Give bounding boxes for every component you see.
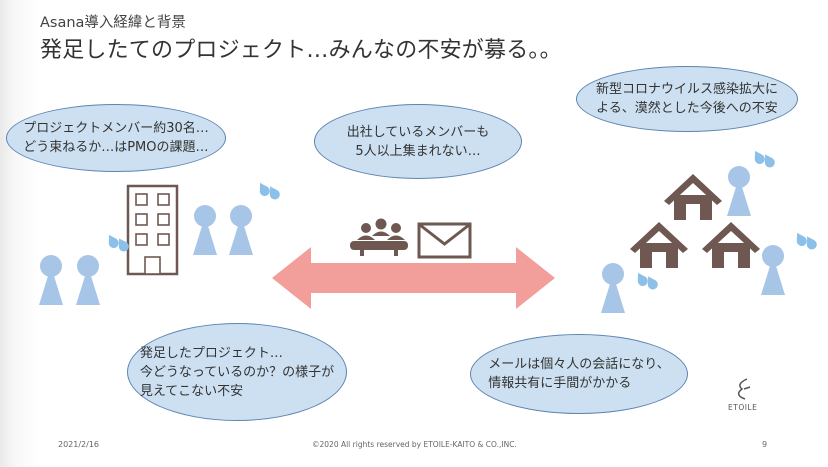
bubble-line: 出社しているメンバーも bbox=[346, 124, 490, 140]
house-icon bbox=[664, 174, 722, 220]
etoile-logo-text: ETOILE bbox=[728, 403, 758, 412]
footer-page-number: 9 bbox=[762, 440, 768, 449]
bubble-line: 5人以上集まれない… bbox=[355, 143, 481, 159]
bubble-line: 新型コロナウイルス感染拡大に bbox=[595, 82, 778, 97]
mail-icon bbox=[417, 222, 472, 259]
house-icon bbox=[702, 222, 760, 268]
sweat-drops-icon bbox=[255, 180, 282, 202]
speech-bubble-project-members: プロジェクトメンバー約30名… どう束ねるか…はPMOの課題… bbox=[6, 104, 226, 172]
person-icon bbox=[193, 205, 217, 255]
meeting-group-icon bbox=[350, 218, 408, 256]
bubble-line: プロジェクトメンバー約30名… bbox=[23, 121, 209, 136]
person-icon bbox=[727, 166, 751, 216]
footer-date: 2021/2/16 bbox=[58, 440, 100, 449]
speech-bubble-project-visibility: 発足したプロジェクト… 今どうなっているのか？の様子が 見えてこない不安 bbox=[127, 323, 347, 421]
slide-title: 発足したてのプロジェクト…みんなの不安が募る。。 bbox=[40, 38, 562, 63]
building-icon bbox=[126, 184, 179, 276]
double-arrow-icon bbox=[272, 247, 555, 309]
speech-bubble-office-members: 出社しているメンバーも 5人以上集まれない… bbox=[314, 104, 522, 179]
sweat-drops-icon bbox=[792, 230, 819, 252]
bubble-line: 見えてこない不安 bbox=[139, 383, 244, 399]
speech-bubble-email-sharing: メールは個々人の会話になり、 情報共有に手間がかかる bbox=[470, 334, 688, 414]
bubble-line: メールは個々人の会話になり、 bbox=[488, 357, 670, 372]
person-icon bbox=[761, 245, 785, 295]
bubble-line: どう束ねるか…はPMOの課題… bbox=[23, 140, 209, 155]
bubble-line: よる、漠然とした今後への不安 bbox=[596, 101, 778, 116]
person-icon bbox=[601, 263, 625, 313]
sweat-drops-icon bbox=[104, 232, 131, 254]
house-icon bbox=[630, 222, 688, 268]
etoile-logo-icon bbox=[737, 378, 751, 400]
sweat-drops-icon bbox=[750, 148, 777, 170]
slide-subtitle: Asana導入経緯と背景 bbox=[40, 15, 186, 31]
person-icon bbox=[39, 255, 63, 305]
speech-bubble-covid-anxiety: 新型コロナウイルス感染拡大に よる、漠然とした今後への不安 bbox=[576, 66, 798, 132]
person-icon bbox=[76, 255, 100, 305]
bubble-line: 情報共有に手間がかかる bbox=[488, 376, 632, 391]
person-icon bbox=[229, 205, 253, 255]
bubble-line: 今どうなっているのか？の様子が bbox=[139, 364, 335, 380]
footer-copyright: ©2020 All rights reserved by ETOILE-KAIT… bbox=[312, 440, 517, 449]
sweat-drops-icon bbox=[633, 270, 660, 292]
bubble-line: 発足したプロジェクト… bbox=[139, 345, 283, 361]
